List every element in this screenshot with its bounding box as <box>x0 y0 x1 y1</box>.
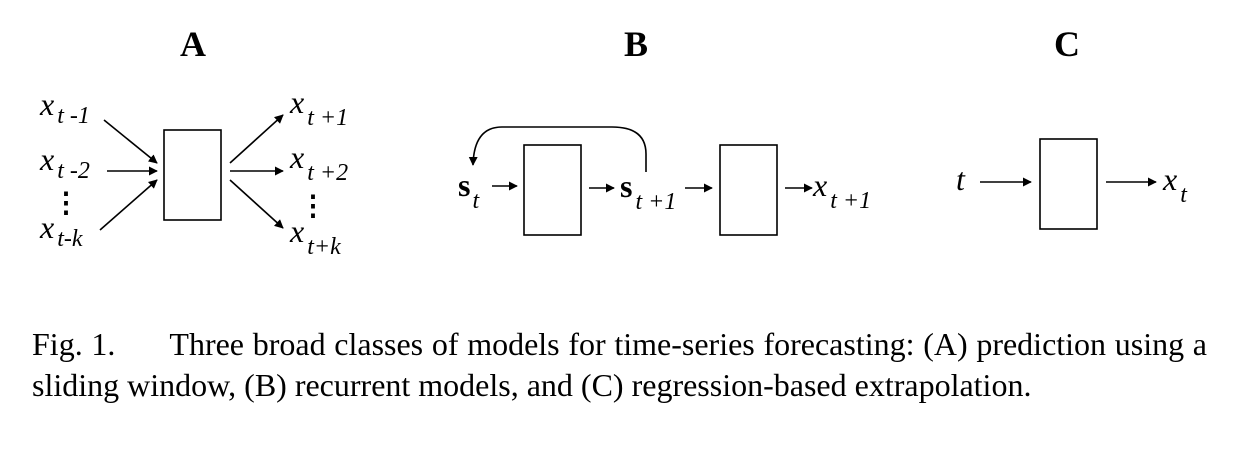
panel-a-label: A <box>180 24 206 64</box>
arrow-a-out-1 <box>229 114 284 164</box>
model-box-a <box>163 129 222 221</box>
caption-figure-number: Fig. 1. <box>32 326 116 362</box>
output-ellipsis: ⋮ <box>299 191 327 222</box>
recurrence-loop-arrow <box>468 126 647 172</box>
state-s-t: st <box>458 167 480 214</box>
model-box-b2 <box>719 144 778 236</box>
arrow-a-out-k <box>229 179 284 229</box>
panel-b-label: B <box>624 24 648 64</box>
panel-c-label: C <box>1054 24 1080 64</box>
arrow-a-in-1 <box>103 119 158 164</box>
caption-text: Three broad classes of models for time-s… <box>32 326 1207 403</box>
arrow-a-in-k <box>99 179 158 231</box>
model-box-c <box>1039 138 1098 230</box>
input-t: t <box>956 161 966 197</box>
figure-caption: Fig. 1.Three broad classes of models for… <box>32 324 1207 406</box>
model-box-b1 <box>523 144 582 236</box>
input-ellipsis: ⋮ <box>52 188 80 219</box>
